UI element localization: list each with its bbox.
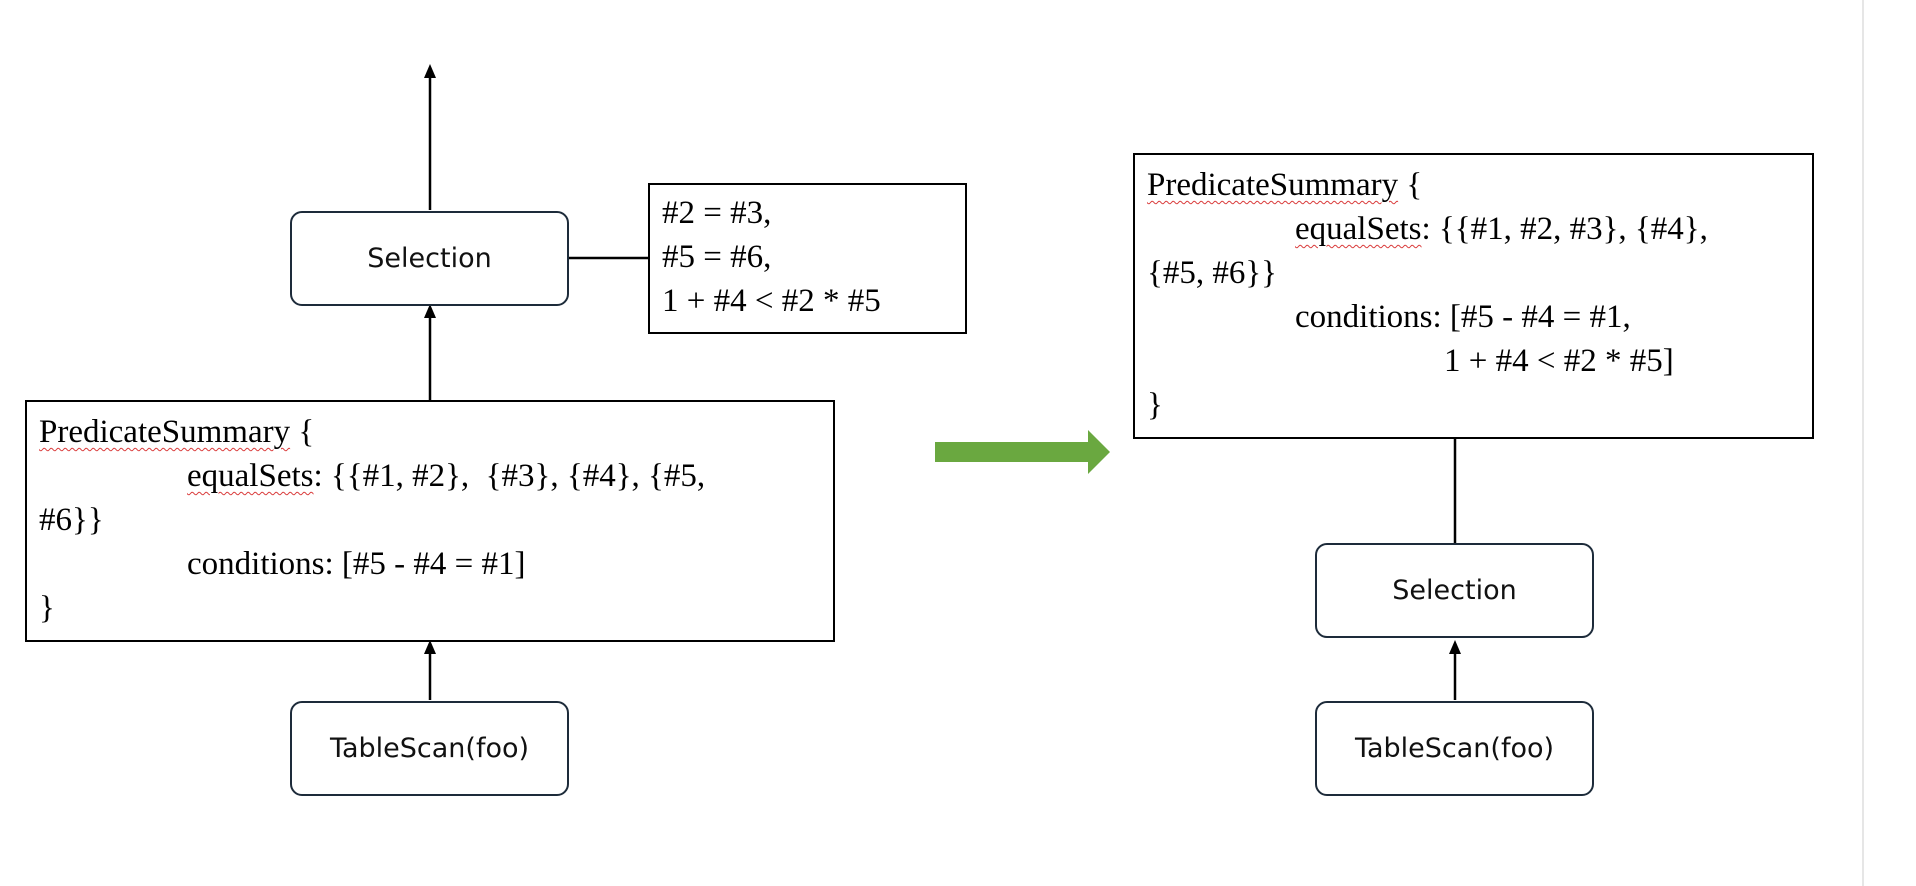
- selection-label-right: Selection: [1392, 575, 1517, 606]
- tablescan-label-left: TableScan(foo): [329, 733, 530, 764]
- predicate-summary-box-left: PredicateSummary { equalSets: {{#1, #2},…: [25, 400, 835, 642]
- summary-open-brace-left: {: [290, 414, 315, 450]
- selection-node-left: Selection: [290, 211, 569, 306]
- selection-conditions-box: #2 = #3, #5 = #6, 1 + #4 < #2 * #5: [648, 183, 967, 334]
- tablescan-node-left: TableScan(foo): [290, 701, 569, 796]
- equal-sets-value-right: : {{#1, #2, #3}, {#4},: [1421, 211, 1708, 247]
- condition-line-3: 1 + #4 < #2 * #5: [662, 283, 881, 319]
- summary-name-left: PredicateSummary: [39, 414, 291, 450]
- summary-close-brace-right: }: [1147, 387, 1163, 423]
- conditions-line-2-right: 1 + #4 < #2 * #5]: [1444, 343, 1674, 379]
- equal-sets-line-1-right: equalSets: {{#1, #2, #3}, {#4},: [1147, 207, 1800, 251]
- summary-to-selection-arrowhead-left: [424, 304, 436, 318]
- conditions-line-1-right: conditions: [#5 - #4 = #1,: [1295, 299, 1631, 335]
- right-arrow-icon: [935, 430, 1110, 474]
- condition-line-1: #2 = #3,: [662, 195, 772, 231]
- condition-line-2: #5 = #6,: [662, 239, 772, 275]
- equal-sets-key-right: equalSets: [1295, 211, 1422, 247]
- equal-sets-line-1-left: equalSets: {{#1, #2}, {#3}, {#4}, {#5,: [39, 454, 821, 498]
- summary-header-right: PredicateSummary {: [1147, 163, 1800, 207]
- tablescan-to-selection-arrowhead-right: [1449, 640, 1461, 654]
- selection-label-left: Selection: [367, 243, 492, 274]
- equal-sets-key-left: equalSets: [187, 458, 314, 494]
- equal-sets-line-2-right: {#5, #6}}: [1147, 255, 1278, 291]
- selection-node-right: Selection: [1315, 543, 1594, 638]
- conditions-line-left: conditions: [#5 - #4 = #1]: [187, 546, 526, 582]
- summary-header-left: PredicateSummary {: [39, 410, 821, 454]
- equal-sets-value-left: : {{#1, #2}, {#3}, {#4}, {#5,: [313, 458, 706, 494]
- tablescan-node-right: TableScan(foo): [1315, 701, 1594, 796]
- page-right-edge: [1862, 0, 1864, 886]
- summary-name-right: PredicateSummary: [1147, 167, 1399, 203]
- tablescan-label-right: TableScan(foo): [1354, 733, 1555, 764]
- summary-open-brace-right: {: [1398, 167, 1423, 203]
- equal-sets-line-2-left: #6}}: [39, 502, 104, 538]
- tablescan-to-summary-arrowhead-left: [424, 640, 436, 654]
- summary-close-brace-left: }: [39, 590, 55, 626]
- output-arrowhead-left: [424, 64, 436, 78]
- predicate-summary-box-right: PredicateSummary { equalSets: {{#1, #2, …: [1133, 153, 1814, 439]
